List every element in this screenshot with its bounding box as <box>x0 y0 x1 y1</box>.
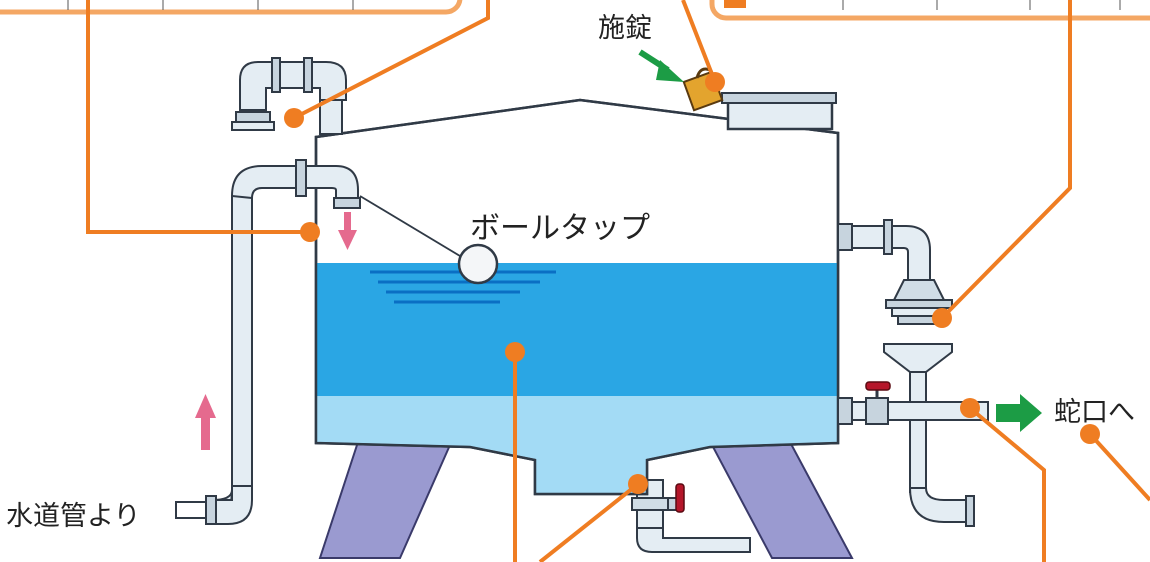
tank <box>314 98 840 496</box>
tank-leg-left <box>318 440 452 559</box>
outlet-pipe <box>837 343 989 527</box>
arrow-up-icon <box>195 394 216 450</box>
lock-label: 施錠 <box>598 13 652 44</box>
to-faucet-label: 蛇口へ <box>1054 397 1135 428</box>
overflow-pipe <box>837 219 953 325</box>
drain-pipe <box>631 479 751 553</box>
arrow-down-icon <box>338 212 357 250</box>
water-lower <box>317 396 837 493</box>
green-arrow-icon <box>996 394 1042 432</box>
from-mains-label: 水道管より <box>6 501 141 532</box>
ball-tap-label: ボールタップ <box>470 211 650 246</box>
manhole-cover <box>721 92 837 131</box>
callout-box-top-right <box>709 0 1150 21</box>
water-upper <box>317 263 837 396</box>
callout-box-top-left <box>0 0 463 15</box>
inlet-pipe <box>175 159 361 525</box>
ball-tap <box>359 195 499 285</box>
leader-dots <box>284 72 1100 494</box>
lock-pointer-green-arrow-icon <box>638 49 684 82</box>
vent-pipe <box>231 57 347 135</box>
leader-lines <box>86 0 1150 562</box>
